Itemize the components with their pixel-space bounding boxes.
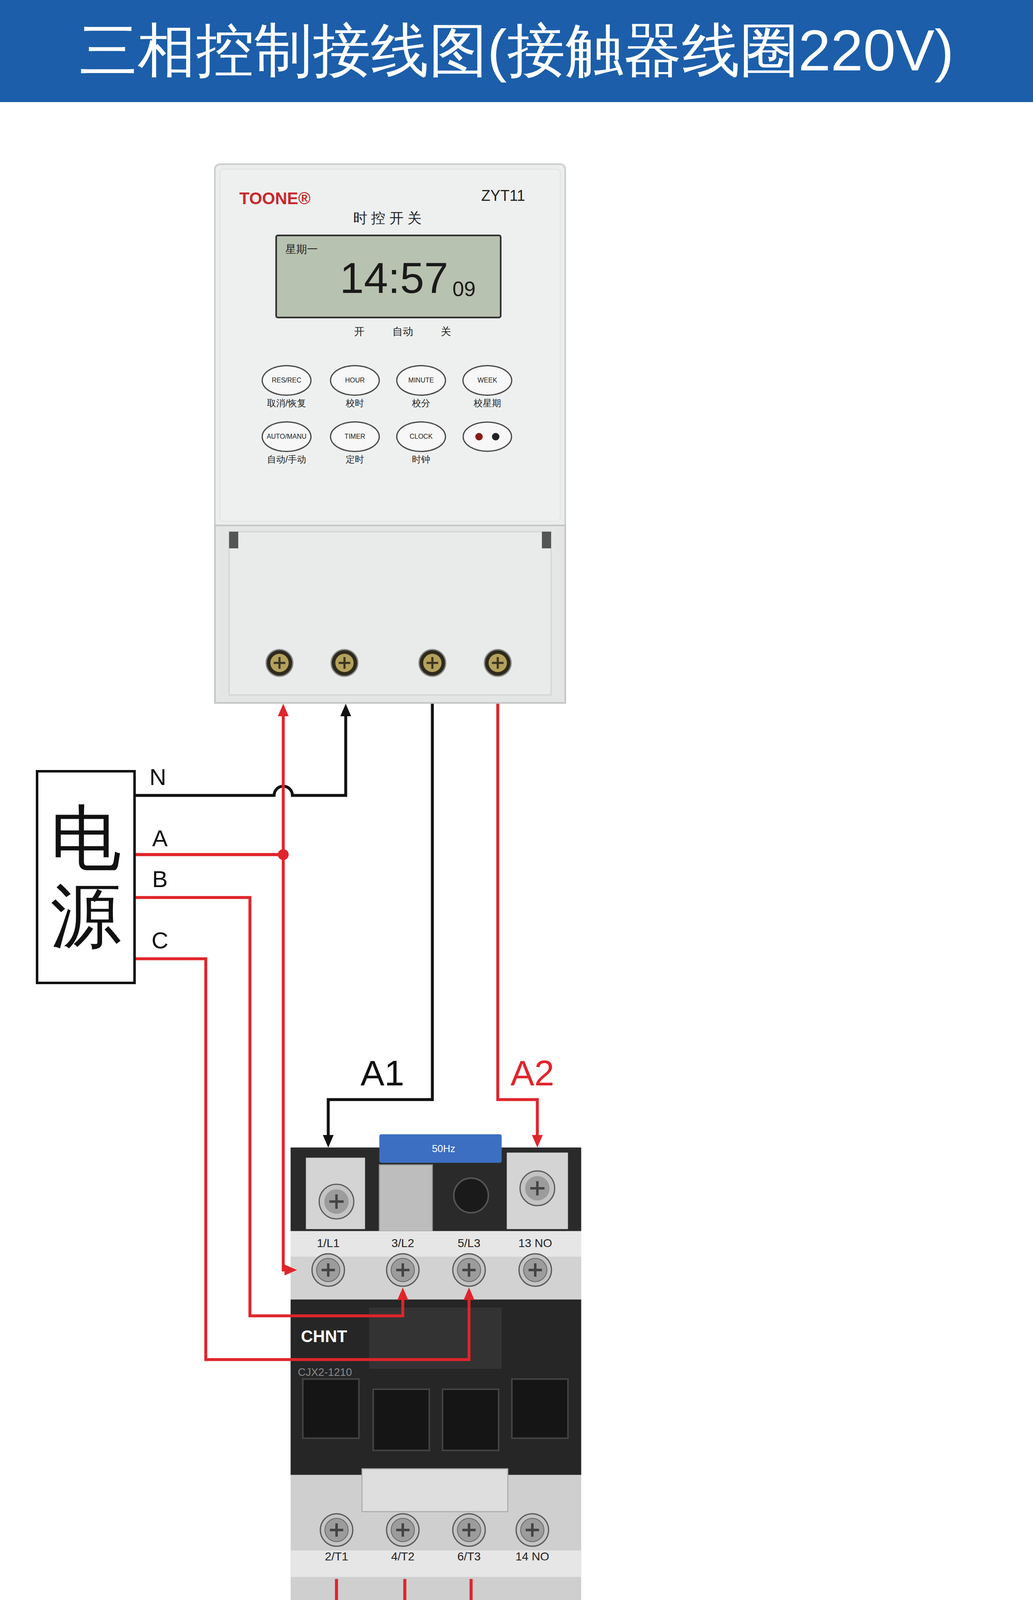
button-label: 取消/恢复 xyxy=(266,398,307,409)
button-oval: RES/REC xyxy=(261,364,312,396)
device-text: 09 xyxy=(452,277,476,301)
screw-wrap xyxy=(514,1512,550,1548)
button-key: TIMER 定时 xyxy=(321,421,389,465)
screw-wrap xyxy=(385,1512,421,1548)
power-text: 电源 xyxy=(50,798,122,955)
timer-switch: TOONE® ZYT11 时 控 开 关开 自动 关 星期一 14:5709RES/REC 取… xyxy=(214,163,567,704)
screw-wrap xyxy=(310,1252,346,1288)
button-caption: RES/REC xyxy=(271,376,302,385)
terminal-label: 14 NO xyxy=(515,1549,550,1563)
device-text: 时 控 开 关 xyxy=(353,210,422,226)
wire-connector xyxy=(135,958,470,1360)
terminal-label: 4/T2 xyxy=(391,1549,415,1563)
button-label: 校星期 xyxy=(473,398,502,409)
button-oval: AUTO/MANU xyxy=(261,421,312,452)
button-key: HOUR 校时 xyxy=(321,364,389,409)
button-oval: CLOCK xyxy=(396,421,447,452)
lcd-screen: 星期一 14:5709 xyxy=(275,234,502,319)
device-text: TOONE® xyxy=(239,189,311,208)
device-text: CHNT xyxy=(300,1326,347,1345)
screw-terminal xyxy=(385,1512,421,1548)
wire-label: A1 xyxy=(360,1052,405,1093)
button-caption: MINUTE xyxy=(408,376,434,385)
terminal-label: 1/L1 xyxy=(316,1236,340,1250)
wire-label: B xyxy=(152,865,168,892)
device-text: 14:57 xyxy=(339,254,449,302)
device-text: 关 xyxy=(440,325,452,338)
wire-label: N xyxy=(149,763,167,790)
button-caption: WEEK xyxy=(477,376,497,385)
title-bar: 三相控制接线图(接触器线圈220V) xyxy=(0,0,1033,103)
terminal: 6/T3 xyxy=(437,1512,501,1563)
button-label: 校分 xyxy=(411,398,431,409)
button-oval: WEEK xyxy=(462,364,513,396)
terminal-label: 5/L3 xyxy=(457,1236,481,1250)
terminal: 4/T2 xyxy=(371,1512,435,1563)
screw-wrap xyxy=(517,1252,553,1288)
button-oval: TIMER xyxy=(329,421,380,452)
wire-connector xyxy=(135,711,284,855)
terminal: 1/L1 xyxy=(296,1236,360,1288)
device-text: 自动 xyxy=(392,325,414,338)
power-source-box: 电源 xyxy=(35,769,136,984)
wire-label: A2 xyxy=(510,1052,554,1093)
terminal: 14 NO xyxy=(501,1512,564,1563)
title-text: 三相控制接线图(接触器线圈220V) xyxy=(79,11,954,91)
screw-terminal xyxy=(517,1252,553,1288)
screw-terminal xyxy=(385,1252,421,1288)
terminal-label: 13 NO xyxy=(518,1236,553,1250)
terminal: 3/L2 xyxy=(371,1236,435,1288)
wire-connector xyxy=(135,711,346,796)
device-text: ZYT11 xyxy=(481,187,525,205)
button-label: 校时 xyxy=(345,398,365,409)
button-caption: AUTO/MANU xyxy=(266,432,307,441)
screw-terminal xyxy=(451,1252,487,1288)
terminal: 2/T1 xyxy=(305,1512,368,1563)
junction-dot xyxy=(277,848,289,860)
button-label: 定时 xyxy=(345,454,365,465)
wire-label: A xyxy=(152,825,168,851)
button-oval: HOUR xyxy=(329,364,380,396)
button-oval: MINUTE xyxy=(396,364,447,396)
contactor: CHNT CJX2-1210 1/L1 3/L2 5/L3 13 NO 2/T1 4/T2 6/… xyxy=(290,1147,582,1600)
button-caption: CLOCK xyxy=(409,432,433,441)
button-key: RES/REC 取消/恢复 xyxy=(253,364,320,409)
screw-terminal xyxy=(310,1252,346,1288)
device-text: CJX2-1210 xyxy=(297,1365,352,1378)
wire-connector xyxy=(328,703,433,1139)
button-key: AUTO/MANU 自动/手动 xyxy=(253,421,320,465)
button-caption: TIMER xyxy=(344,432,366,441)
screw-wrap xyxy=(451,1512,487,1548)
device-text: 开 xyxy=(354,325,365,338)
button-label: 时钟 xyxy=(411,454,431,465)
terminal-label: 6/T3 xyxy=(457,1549,481,1563)
device-text: 星期一 xyxy=(285,243,318,256)
screw-terminal xyxy=(451,1512,487,1548)
screw-terminal xyxy=(514,1512,550,1548)
screw-wrap xyxy=(319,1512,355,1548)
terminal-label: 2/T1 xyxy=(324,1549,349,1563)
terminal-label: 3/L2 xyxy=(391,1236,415,1250)
button-key: WEEK 校星期 xyxy=(454,364,521,409)
button-label: 自动/手动 xyxy=(266,454,307,465)
wire-connector xyxy=(135,854,289,1270)
button-key: CLOCK 时钟 xyxy=(387,421,455,465)
wire-label: C xyxy=(151,927,169,954)
button-key: MINUTE 校分 xyxy=(387,364,455,409)
contactor-body xyxy=(290,1133,582,1600)
terminal: 5/L3 xyxy=(437,1236,501,1288)
screw-wrap xyxy=(451,1252,487,1288)
part-label: 50Hz xyxy=(431,1142,456,1154)
screw-wrap xyxy=(385,1252,421,1288)
screw-terminal xyxy=(319,1512,355,1548)
terminal: 13 NO xyxy=(504,1236,567,1288)
button-caption: HOUR xyxy=(344,376,365,385)
wire-connector xyxy=(135,897,403,1316)
